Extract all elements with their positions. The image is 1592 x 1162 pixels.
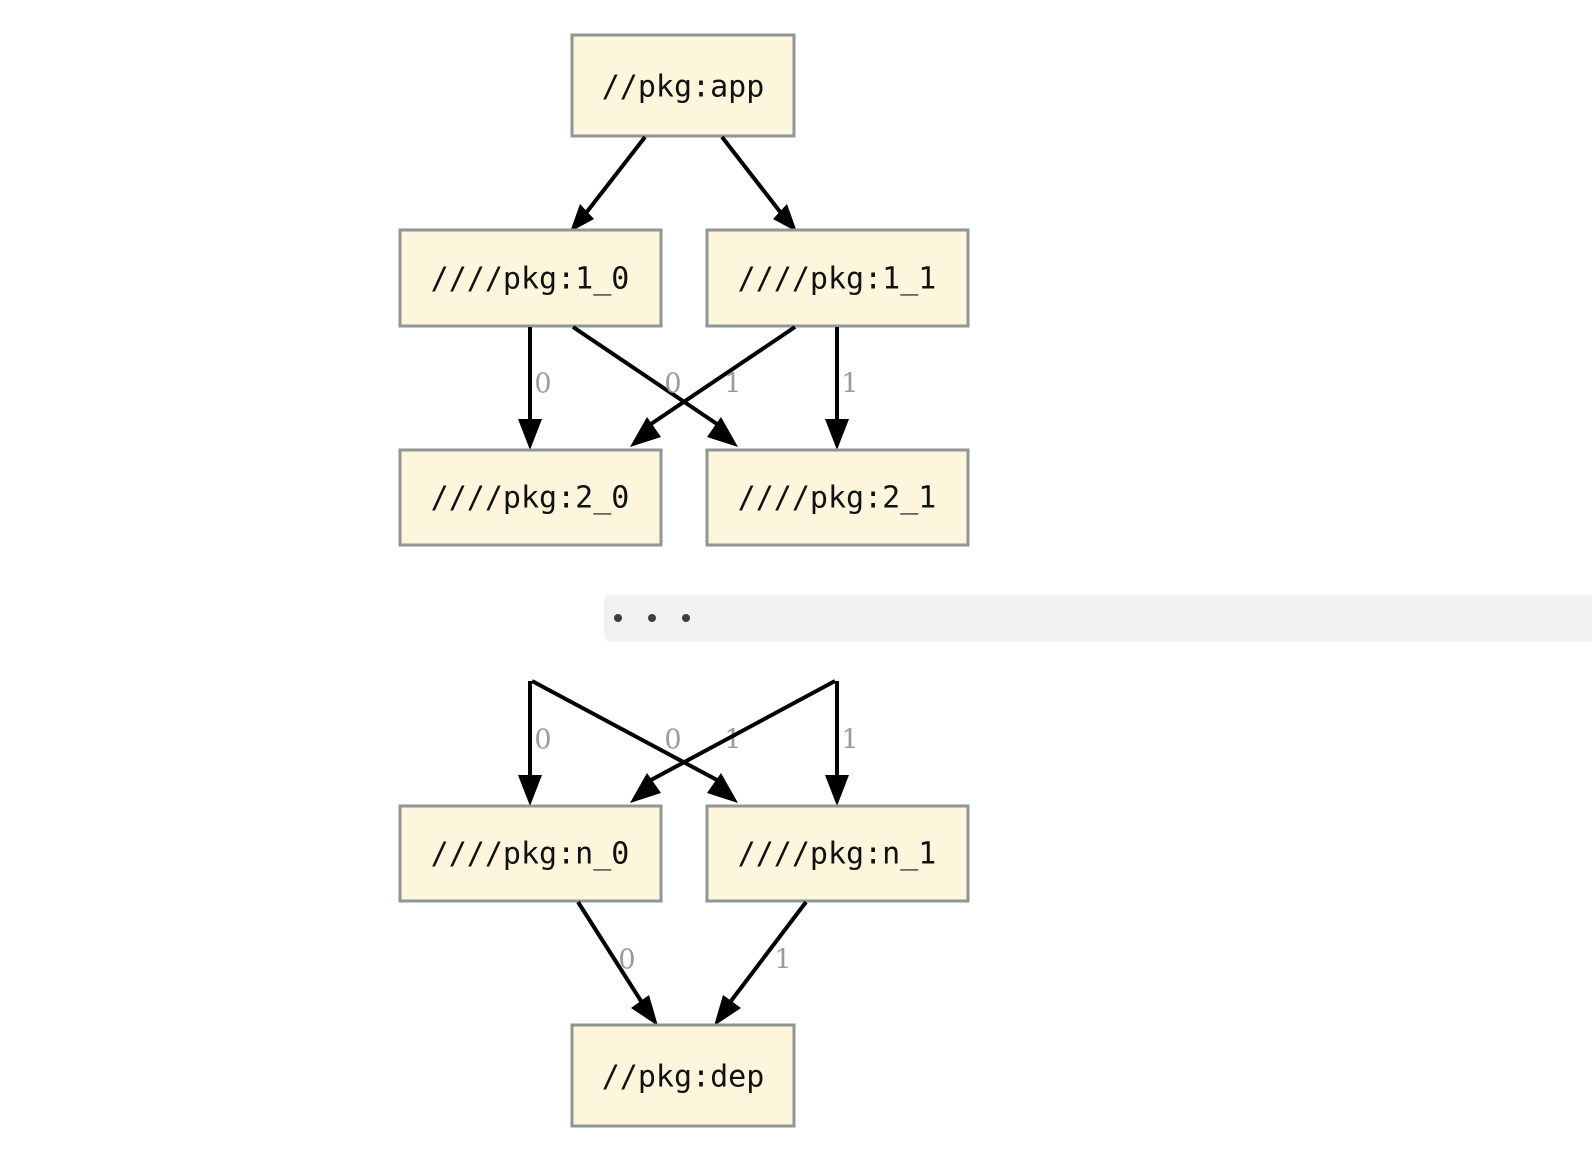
edge-n_1-to-dep-line bbox=[729, 900, 808, 1003]
node-dep-box[interactable] bbox=[570, 1023, 796, 1128]
node-pkg-1_1-box[interactable] bbox=[705, 228, 970, 328]
edge-truncated-cross-to-n_0-arrowhead bbox=[630, 773, 661, 803]
edge-app-to-1_0-arrowhead bbox=[570, 204, 594, 232]
edge-app-to-1_0 bbox=[570, 135, 647, 232]
ellipsis-dots bbox=[614, 614, 690, 622]
ellipsis-dot-1 bbox=[614, 614, 622, 622]
node-pkg-n_0-label: ////pkg:n_0 bbox=[431, 837, 630, 872]
node-pkg-2_1-label: ////pkg:2_1 bbox=[738, 481, 937, 516]
edge-app-to-1_0-line bbox=[584, 135, 647, 215]
edge-1_0-to-2_0-label: 0 bbox=[534, 369, 551, 400]
edge-1_1-to-2_1-arrowhead bbox=[825, 419, 849, 450]
node-pkg-1_0[interactable]: ////pkg:1_0 bbox=[398, 228, 663, 328]
edge-1_1-to-2_1-label: 1 bbox=[841, 369, 858, 400]
node-pkg-1_1-label: ////pkg:1_1 bbox=[738, 262, 937, 297]
node-pkg-n_1-label: ////pkg:n_1 bbox=[738, 837, 937, 872]
edge-n_0-to-dep: 0 bbox=[576, 900, 658, 1026]
edge-truncated-cross-to-n_1-arrowhead bbox=[707, 773, 738, 803]
edge-1_0-to-2_0-arrowhead bbox=[518, 419, 542, 450]
edge-1_0-to-2_1-line bbox=[571, 325, 719, 426]
ellipsis-separator-band bbox=[604, 595, 1592, 642]
ellipsis-dot-2 bbox=[648, 614, 656, 622]
node-pkg-2_0-label: ////pkg:2_0 bbox=[431, 481, 630, 516]
edge-app-to-1_1-line bbox=[720, 135, 783, 215]
edge-truncated-cross-to-n_1-line bbox=[531, 679, 718, 782]
node-pkg-2_0-box[interactable] bbox=[398, 448, 663, 547]
node-pkg-1_0-box[interactable] bbox=[398, 228, 663, 328]
edge-truncated-to-n_1-label: 1 bbox=[841, 725, 858, 756]
edge-app-to-1_1 bbox=[720, 135, 797, 232]
edge-app-to-1_1-arrowhead bbox=[773, 204, 797, 232]
edge-1_1-to-2_0-arrowhead bbox=[630, 417, 661, 447]
edge-1_0-to-2_1-arrowhead bbox=[707, 417, 738, 447]
node-pkg-2_1[interactable]: ////pkg:2_1 bbox=[705, 448, 970, 547]
edge-n_1-to-dep-arrowhead bbox=[714, 995, 741, 1026]
edge-n_1-to-dep-label: 1 bbox=[774, 945, 791, 976]
ellipsis-dot-3 bbox=[682, 614, 690, 622]
edge-n_0-to-dep-label: 0 bbox=[618, 945, 635, 976]
edge-1_0-to-2_1: 1 bbox=[571, 325, 742, 447]
node-pkg-1_0-label: ////pkg:1_0 bbox=[431, 262, 630, 297]
edge-truncated-cross-to-n_0-label: 0 bbox=[664, 725, 681, 756]
edge-n_0-to-dep-line bbox=[576, 900, 643, 1003]
node-app-box[interactable] bbox=[570, 33, 796, 138]
node-app[interactable]: //pkg:app bbox=[570, 33, 796, 138]
edge-1_0-to-2_0: 0 bbox=[518, 327, 552, 450]
edge-n_0-to-dep-arrowhead bbox=[631, 995, 658, 1026]
node-dep[interactable]: //pkg:dep bbox=[570, 1023, 796, 1128]
node-pkg-n_0-box[interactable] bbox=[398, 804, 663, 903]
edge-truncated-to-n_1: 1 bbox=[825, 681, 859, 806]
edge-truncated-to-n_0-label: 0 bbox=[534, 725, 551, 756]
node-pkg-n_1[interactable]: ////pkg:n_1 bbox=[705, 804, 970, 903]
node-pkg-n_0[interactable]: ////pkg:n_0 bbox=[398, 804, 663, 903]
edge-1_0-to-2_1-label: 1 bbox=[724, 369, 741, 400]
node-app-label: //pkg:app bbox=[602, 70, 765, 105]
edge-1_1-to-2_0-label: 0 bbox=[664, 369, 681, 400]
edge-1_1-to-2_0-line bbox=[649, 325, 797, 426]
node-pkg-2_0[interactable]: ////pkg:2_0 bbox=[398, 448, 663, 547]
node-pkg-n_1-box[interactable] bbox=[705, 804, 970, 903]
edge-truncated-cross-to-n_0-line bbox=[650, 679, 836, 782]
edge-truncated-to-n_0: 0 bbox=[518, 681, 552, 806]
node-pkg-1_1[interactable]: ////pkg:1_1 bbox=[705, 228, 970, 328]
edge-truncated-cross-to-n_1: 1 bbox=[531, 679, 742, 803]
edge-truncated-to-n_0-arrowhead bbox=[518, 775, 542, 806]
edge-1_1-to-2_0: 0 bbox=[630, 325, 797, 447]
node-pkg-2_1-box[interactable] bbox=[705, 448, 970, 547]
edge-1_1-to-2_1: 1 bbox=[825, 327, 859, 450]
edge-truncated-cross-to-n_0: 0 bbox=[630, 679, 836, 803]
edge-n_1-to-dep: 1 bbox=[714, 900, 808, 1026]
edge-truncated-to-n_1-arrowhead bbox=[825, 775, 849, 806]
node-dep-label: //pkg:dep bbox=[602, 1060, 765, 1095]
